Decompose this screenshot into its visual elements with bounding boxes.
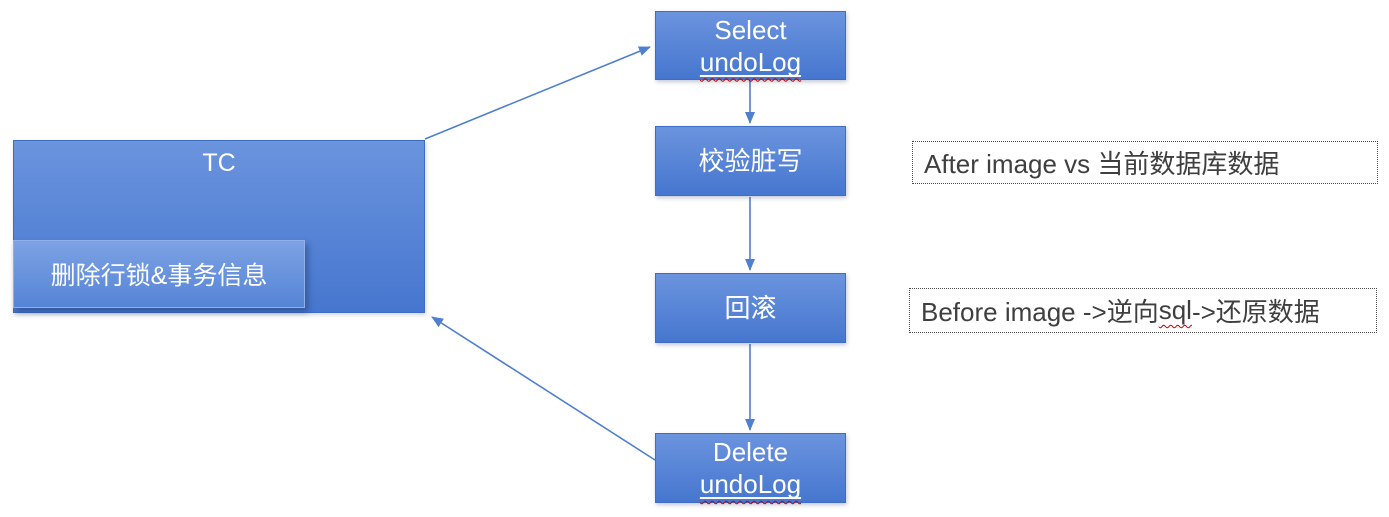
step-delete-undolog: Delete undoLog bbox=[655, 433, 846, 503]
tc-node-title: TC bbox=[202, 149, 236, 177]
step-rollback: 回滚 bbox=[655, 273, 846, 343]
note-before-image-pre: Before image ->逆向 bbox=[921, 297, 1159, 327]
step-select-line2-underline: undoLog bbox=[700, 46, 801, 78]
step-verify-dirty-write: 校验脏写 bbox=[655, 126, 846, 196]
step-delete-line2-underline: undoLog bbox=[700, 468, 801, 500]
step-delete-line1: Delete bbox=[712, 437, 789, 467]
step-rollback-label: 回滚 bbox=[724, 293, 777, 323]
step-verify-label: 校验脏写 bbox=[698, 146, 803, 176]
step-select-line1: Select bbox=[714, 14, 787, 45]
note-before-image-sql: sql bbox=[1158, 295, 1192, 325]
step-delete-line2: undoLog bbox=[699, 469, 802, 499]
tc-inner-label: 删除行锁&事务信息 bbox=[50, 262, 268, 290]
tc-node: TC 删除行锁&事务信息 bbox=[13, 140, 425, 313]
tc-inner-label-box: 删除行锁&事务信息 bbox=[13, 240, 305, 308]
note-before-image-post: ->还原数据 bbox=[1191, 297, 1320, 327]
step-select-undolog: Select undoLog bbox=[655, 11, 846, 80]
step-select-line2: undoLog bbox=[699, 46, 802, 77]
note-after-image-text: After image vs 当前数据库数据 bbox=[924, 149, 1280, 179]
connector-delete-to-tc bbox=[431, 316, 656, 461]
connector-tc-to-select bbox=[424, 46, 651, 140]
note-after-image: After image vs 当前数据库数据 bbox=[912, 141, 1378, 184]
